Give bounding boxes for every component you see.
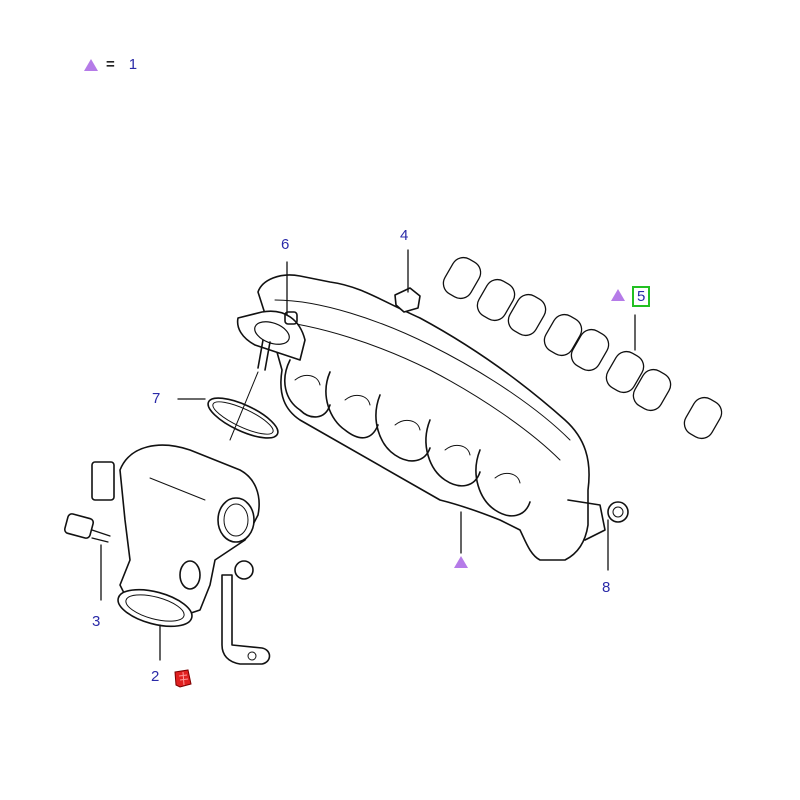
sensor-connector: [91, 461, 115, 501]
intake-manifold: [257, 274, 590, 561]
triangle-icon: [84, 58, 98, 71]
callout-2[interactable]: 2: [151, 668, 160, 685]
bracket: [221, 574, 271, 665]
legend-value: 1: [128, 56, 138, 73]
callout-4[interactable]: 4: [400, 227, 409, 244]
nut-8: [607, 501, 629, 523]
bolt-6: [284, 311, 298, 325]
triangle-icon: [611, 289, 625, 301]
o-ring-7: [207, 397, 279, 439]
callout-6[interactable]: 6: [281, 236, 290, 253]
callout-3[interactable]: 3: [92, 613, 101, 630]
callout-8[interactable]: 8: [602, 579, 611, 596]
clip-4: [394, 287, 421, 313]
red-note-icon[interactable]: [174, 668, 192, 688]
callout-7[interactable]: 7: [152, 390, 161, 407]
screw-3: [63, 513, 95, 539]
callout-5[interactable]: 5: [632, 286, 651, 307]
throttle-body: [91, 444, 260, 628]
legend: = 1: [84, 56, 137, 73]
gaskets-5: [442, 256, 723, 440]
triangle-icon: [454, 556, 468, 568]
legend-equals: =: [106, 56, 115, 73]
